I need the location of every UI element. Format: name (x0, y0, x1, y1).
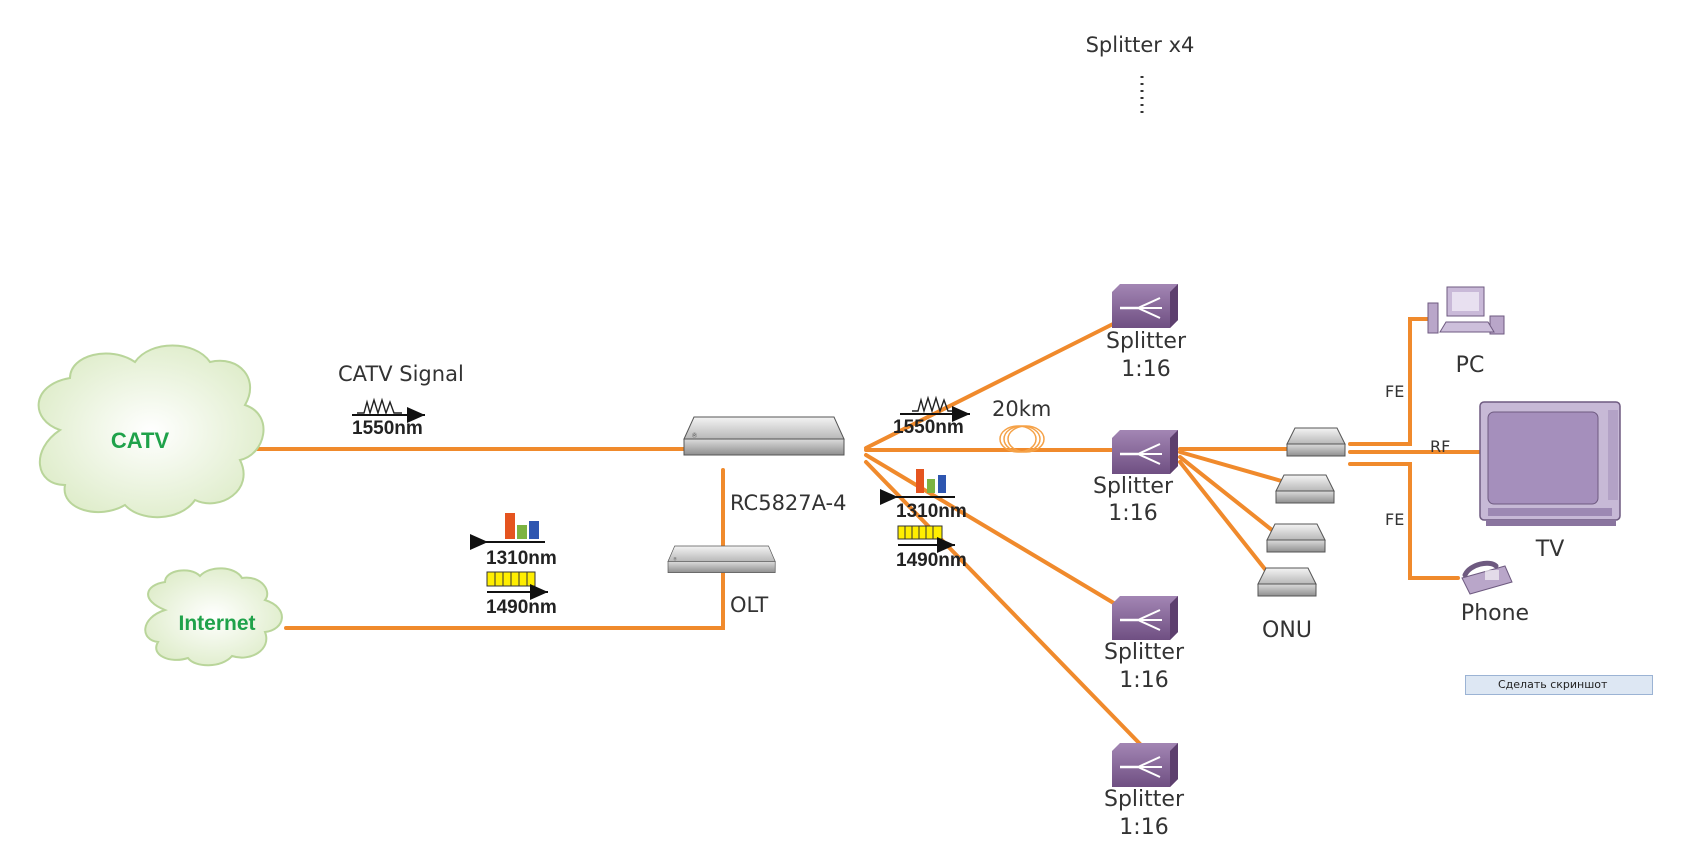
yellow-data-frame-icon (897, 525, 943, 540)
take-screenshot-button[interactable]: Сделать скриншот (1465, 675, 1653, 695)
splitter-ratio: 1:16 (1119, 815, 1168, 840)
splitter-3[interactable]: Splitter 1:16 (1104, 594, 1185, 693)
fe-top-label: FE (1385, 382, 1404, 401)
splitter-group-label: Splitter x4 (1086, 33, 1195, 57)
splitter-ratio: 1:16 (1121, 357, 1170, 382)
onu-label: ONU (1262, 618, 1312, 643)
splitter-ratio: 1:16 (1108, 501, 1157, 526)
splitter-icon (1110, 428, 1180, 476)
wavelength-catv-1550: 1550nm (352, 418, 423, 439)
olt-label: OLT (730, 593, 768, 617)
olt-device[interactable] (667, 545, 776, 573)
catv-signal-label: CATV Signal (338, 362, 464, 386)
tv-label: TV (1535, 537, 1565, 562)
onu-device-icon (1275, 474, 1335, 504)
distribution-wavelengths: 1550nm 1310nm 1490nm (880, 395, 970, 571)
signal-waveform-icon (357, 397, 402, 416)
catv-label: CATV (111, 428, 170, 453)
wavelength-out-1550: 1550nm (893, 417, 964, 438)
fiber-coil-icon (999, 425, 1045, 453)
internet-cloud: Internet (144, 567, 283, 667)
onu-stack[interactable] (1257, 427, 1346, 597)
yellow-data-frame-icon (486, 571, 536, 587)
phone-label: Phone (1461, 601, 1529, 626)
wavelength-out-1490: 1490nm (896, 550, 967, 571)
rc5827a-device[interactable] (683, 416, 845, 456)
splitter-icon (1110, 594, 1180, 642)
catv-cloud: CATV (37, 344, 265, 519)
pc-icon[interactable] (1427, 286, 1505, 335)
ip-phone-icon[interactable] (1461, 560, 1513, 595)
switch-device-icon (667, 545, 776, 573)
rf-label: RF (1430, 437, 1450, 456)
splitter-group-indicator: Splitter x4 (1086, 33, 1195, 118)
fiber-links (250, 317, 1482, 747)
splitter-name: Splitter (1104, 640, 1185, 665)
splitter-4[interactable]: Splitter 1:16 (1104, 741, 1185, 840)
pc-label: PC (1456, 353, 1485, 378)
splitter-2[interactable]: Splitter 1:16 (1093, 428, 1180, 526)
cloud-icon (144, 567, 283, 667)
signal-waveform-icon (912, 395, 955, 414)
olt-model-label: RC5827A-4 (730, 491, 847, 515)
onu-device-icon (1286, 427, 1346, 457)
onu-device-icon (1257, 567, 1317, 597)
tv-icon[interactable] (1479, 401, 1621, 526)
switch-device-icon (683, 416, 845, 456)
splitter-name: Splitter (1093, 474, 1174, 499)
internet-wavelengths: 1310nm 1490nm (470, 513, 557, 618)
wavelength-in-1310: 1310nm (486, 548, 557, 569)
splitter-1[interactable]: Splitter 1:16 (1106, 282, 1187, 382)
fe-bottom-label: FE (1385, 510, 1404, 529)
splitter-icon (1110, 282, 1180, 330)
distance-label: 20km (992, 397, 1051, 421)
internet-label: Internet (178, 612, 255, 635)
onu-device-icon (1266, 523, 1326, 553)
wavelength-out-1310: 1310nm (896, 501, 967, 522)
splitter-icon (1110, 741, 1180, 789)
splitter-name: Splitter (1104, 787, 1185, 812)
splitter-name: Splitter (1106, 329, 1187, 354)
wavelength-in-1490: 1490nm (486, 597, 557, 618)
cloud-icon (37, 344, 265, 519)
catv-signal-annotation: CATV Signal 1550nm (338, 362, 464, 439)
fiber-coil: 20km (992, 397, 1051, 453)
bar-chart-icon (916, 469, 946, 493)
splitter-ratio: 1:16 (1119, 668, 1168, 693)
bar-chart-icon (505, 513, 539, 539)
